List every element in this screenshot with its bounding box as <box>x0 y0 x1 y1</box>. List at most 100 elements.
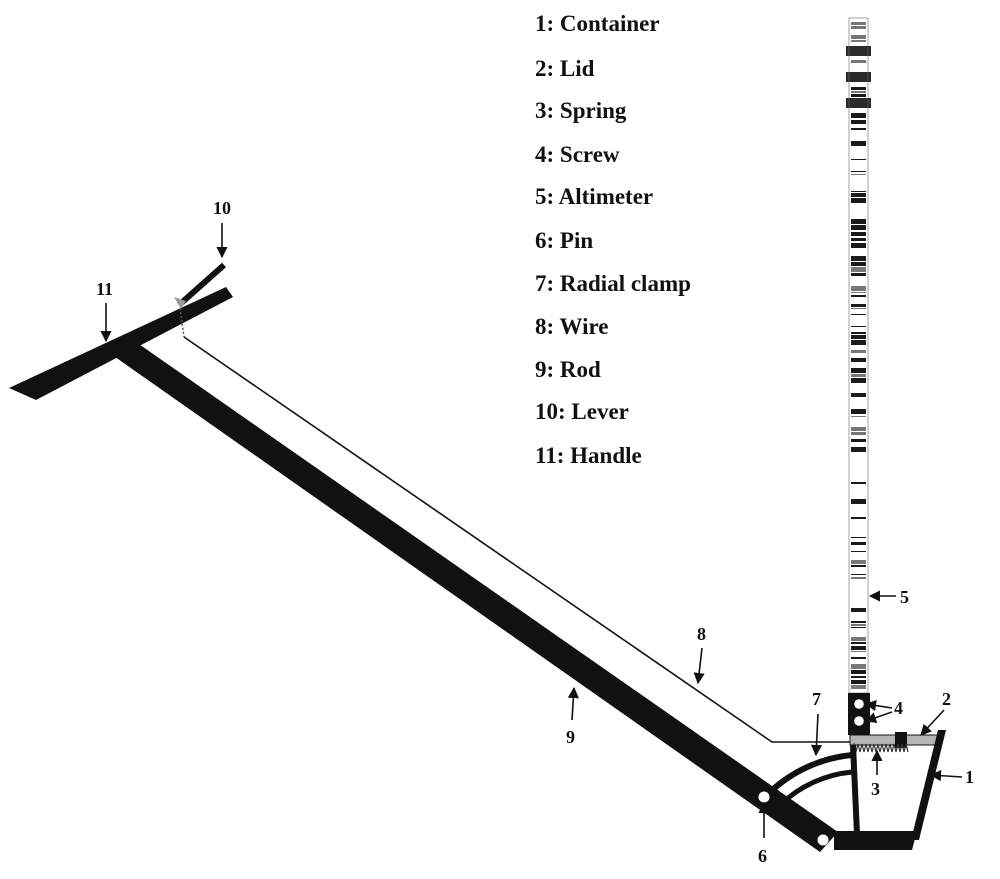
legend-item: 6: Pin <box>535 228 593 253</box>
staff-bar <box>851 335 866 339</box>
arrow-lid <box>920 709 945 736</box>
legend: 1: Container 2: Lid 3: Spring 4: Screw 5… <box>535 11 691 468</box>
staff-bar <box>851 198 866 203</box>
staff-bar <box>851 432 866 435</box>
arrow-wire <box>693 647 705 685</box>
staff-bar <box>851 676 866 678</box>
wire-line <box>183 336 900 743</box>
pin-lower <box>817 834 829 846</box>
staff-bar <box>851 267 866 272</box>
staff-bar <box>851 91 866 93</box>
staff-bar <box>851 60 866 63</box>
arrow-rod <box>567 686 579 721</box>
arrow-screw-lower <box>864 711 893 723</box>
staff-bar <box>851 314 866 315</box>
staff-bar <box>851 646 866 650</box>
screw-upper <box>854 699 864 709</box>
callout-arrows <box>100 223 963 838</box>
staff-bar <box>851 286 866 291</box>
staff-bar <box>851 574 866 575</box>
radial-clamp-outer <box>767 752 853 795</box>
lever-bar <box>177 262 226 308</box>
callout-altimeter: 5 <box>900 587 909 607</box>
container-base <box>834 831 917 850</box>
legend-item: 11: Handle <box>535 443 642 468</box>
staff-bar <box>851 304 866 307</box>
legend-item: 8: Wire <box>535 314 608 339</box>
radial-clamp-inner <box>778 769 853 807</box>
pin-upper <box>758 791 770 803</box>
staff-bar <box>851 273 866 276</box>
staff-clip <box>846 46 871 56</box>
callout-lever: 10 <box>213 198 231 218</box>
staff-bar <box>851 378 866 383</box>
staff-bar <box>851 664 866 669</box>
staff-bar <box>851 670 866 674</box>
callout-spring: 3 <box>871 779 880 799</box>
staff-clip <box>846 72 871 82</box>
callout-handle: 11 <box>96 279 113 299</box>
callout-pin: 6 <box>758 846 767 866</box>
staff-bar <box>851 627 866 628</box>
staff-bar <box>851 560 866 564</box>
staff-bar <box>851 326 866 327</box>
staff-bar <box>851 225 866 230</box>
staff-bar <box>851 340 866 345</box>
legend-item: 5: Altimeter <box>535 184 653 209</box>
staff-bar <box>851 624 866 626</box>
callout-container: 1 <box>965 767 974 787</box>
staff-bar <box>851 174 866 175</box>
altimeter-barcode <box>846 22 871 689</box>
staff-bar <box>851 393 866 397</box>
legend-item: 9: Rod <box>535 357 601 382</box>
lever-tip <box>174 297 186 309</box>
staff-bar <box>851 350 866 353</box>
staff-bar <box>851 141 866 146</box>
staff-bar <box>851 427 866 431</box>
staff-bar <box>851 565 866 567</box>
staff-bar <box>851 256 866 261</box>
staff-bar <box>851 517 866 519</box>
staff-bar <box>851 35 866 39</box>
lever-spring-wire <box>179 307 185 338</box>
callout-labels: 10 11 8 9 7 6 5 4 2 3 1 <box>96 198 974 866</box>
legend-item: 1: Container <box>535 11 660 36</box>
arrow-radial-clamp <box>810 713 823 757</box>
staff-bar <box>851 191 866 192</box>
staff-bar <box>851 292 866 293</box>
staff-bar <box>851 238 866 241</box>
arrow-screw-upper <box>864 699 893 712</box>
staff-bar <box>851 651 866 652</box>
staff-bar <box>851 171 866 172</box>
callout-wire: 8 <box>697 624 706 644</box>
staff-clip <box>846 98 871 108</box>
staff-bar <box>851 308 866 309</box>
staff-bar <box>851 439 866 442</box>
staff-bar <box>851 40 866 42</box>
callout-radial-clamp: 7 <box>812 689 821 709</box>
container-left-wall <box>850 745 860 834</box>
container-right-wall <box>911 730 946 840</box>
legend-item: 3: Spring <box>535 98 627 123</box>
staff-bar <box>851 637 866 641</box>
staff-bar <box>851 243 866 248</box>
staff-bar <box>851 232 866 236</box>
staff-bar <box>851 482 866 484</box>
legend-item: 7: Radial clamp <box>535 271 691 296</box>
staff-bar <box>851 537 866 538</box>
callout-lid: 2 <box>942 689 951 709</box>
screw-lower <box>854 716 864 726</box>
staff-bar <box>851 374 866 377</box>
staff-bar <box>851 87 866 90</box>
staff-bar <box>851 680 866 684</box>
staff-bar <box>851 26 866 29</box>
staff-bar <box>851 219 866 224</box>
staff-bar <box>851 295 866 297</box>
staff-bar <box>851 577 866 579</box>
staff-bar <box>851 657 866 659</box>
staff-bar <box>851 409 866 414</box>
staff-bar <box>851 332 866 334</box>
arrow-container <box>929 770 963 782</box>
staff-bar <box>851 193 866 197</box>
